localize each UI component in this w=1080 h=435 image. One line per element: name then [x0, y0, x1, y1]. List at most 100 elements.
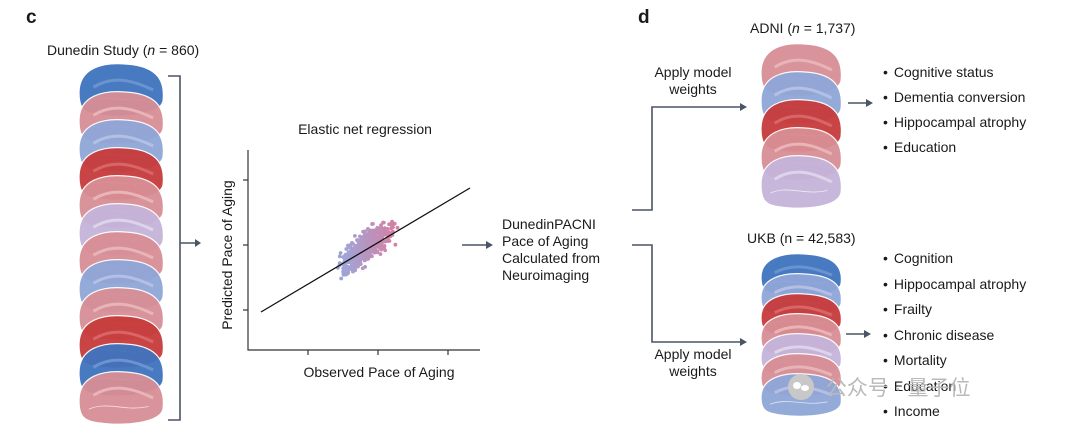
scatter-point [360, 255, 365, 260]
dunedinpacni-output: DunedinPACNI Pace of Aging Calculated fr… [502, 216, 600, 284]
apply-weights-label-top: Apply model weights [654, 64, 732, 97]
scatter-point [378, 252, 383, 256]
brain-slice [760, 155, 843, 209]
scatter-point [351, 266, 355, 271]
adni-outcome: Cognitive status [883, 60, 1026, 85]
scatter-plot: Observed Pace of Aging Predicted Pace of … [219, 150, 480, 380]
output-line-1: DunedinPACNI [502, 216, 596, 232]
scatter-point [391, 225, 395, 230]
scatter-point [360, 266, 365, 271]
adni-brain-stack [760, 43, 843, 209]
output-line-2: Pace of Aging [502, 233, 589, 249]
scatter-point [341, 271, 346, 276]
scatter-point [371, 222, 375, 226]
axes [247, 150, 480, 351]
y-axis-label: Predicted Pace of Aging [219, 180, 235, 329]
scatter-point [373, 237, 378, 241]
adni-outcome: Dementia conversion [883, 85, 1026, 110]
ukb-cohort-label: UKB (n = 42,583) [747, 230, 856, 246]
adni-outcome: Hippocampal atrophy [883, 110, 1026, 135]
scatter-point [375, 249, 380, 254]
scatter-points [335, 219, 400, 281]
scatter-point [368, 253, 373, 258]
scatter-point [359, 243, 364, 247]
scatter-point [356, 264, 360, 269]
scatter-point [374, 229, 378, 234]
scatter-point [382, 246, 386, 251]
ukb-outcome: Hippocampal atrophy [883, 272, 1026, 298]
adni-name: ADNI [750, 20, 784, 36]
scatter-point [378, 228, 383, 233]
watermark: 公众号 · 量子位 [788, 372, 971, 402]
scatter-point [342, 254, 347, 258]
scatter-point [369, 249, 374, 254]
output-line-4: Neuroimaging [502, 267, 590, 283]
scatter-point [346, 264, 350, 269]
scatter-point [362, 230, 367, 235]
wechat-icon [788, 374, 814, 400]
adni-n-symbol: n [792, 20, 800, 36]
dunedin-n-symbol: n [147, 42, 156, 58]
scatter-point [357, 247, 362, 252]
scatter-point [351, 242, 355, 246]
scatter-point [353, 234, 357, 238]
x-axis-label: Observed Pace of Aging [304, 364, 455, 380]
fit-line [260, 187, 471, 313]
ukb-outcome: Chronic disease [883, 323, 1026, 349]
adni-outcome: Education [883, 135, 1026, 160]
scatter-point [341, 266, 346, 271]
scatter-point [343, 257, 347, 262]
dunedin-bracket-arrow [168, 75, 201, 421]
scatter-point [358, 234, 362, 239]
apply-weights-label-bottom: Apply model weights [654, 346, 732, 379]
dunedin-cohort-name: Dunedin Study [47, 42, 139, 58]
panel-c-letter: c [26, 7, 37, 28]
scatter-point [387, 222, 391, 227]
scatter-point [393, 242, 398, 247]
watermark-text: 公众号 · 量子位 [825, 377, 971, 400]
output-line-3: Calculated from [502, 250, 601, 266]
scatter-point [365, 254, 370, 259]
ukb-brain-stack [760, 253, 843, 417]
dunedin-n-value: = 860) [155, 42, 200, 58]
adni-outcomes-arrow [848, 99, 873, 107]
ukb-outcome: Cognition [883, 246, 1026, 272]
scatter-point [366, 227, 370, 231]
scatter-point [337, 254, 342, 259]
scatter-point [368, 238, 373, 243]
scatter-point [373, 233, 378, 238]
ukb-outcome: Income [883, 399, 1026, 425]
scatter-point [384, 232, 389, 237]
scatter-point [392, 221, 397, 226]
scatter-point [361, 246, 366, 251]
scatter-point [371, 246, 376, 251]
scatter-point [395, 225, 400, 230]
scatter-point [338, 251, 343, 255]
scatter-point [361, 239, 365, 244]
adni-cohort-label: ADNI (n = 1,737) [750, 20, 856, 36]
ukb-outcomes-arrow [846, 330, 871, 338]
adni-n-value: = 1,737) [799, 20, 856, 36]
scatter-point [356, 238, 360, 242]
scatter-point [339, 276, 344, 281]
scatter-point [344, 247, 349, 251]
apply-weights-connectors [632, 103, 747, 346]
ukb-outcomes-list: Cognition Hippocampal atrophy Frailty Ch… [883, 246, 1026, 425]
ukb-outcome: Mortality [883, 348, 1026, 374]
chart-title: Elastic net regression [298, 121, 432, 137]
scatter-point [357, 241, 361, 246]
scatter-point [387, 239, 392, 243]
adni-outcomes-list: Cognitive status Dementia conversion Hip… [883, 60, 1026, 160]
ukb-outcome: Education [883, 374, 1026, 400]
ukb-name: UKB [747, 230, 776, 246]
scatter-point [383, 239, 388, 244]
scatter-point [357, 256, 362, 261]
output-arrow [462, 241, 493, 249]
scatter-point [382, 226, 387, 230]
scatter-point [347, 245, 351, 250]
scatter-point [360, 235, 365, 240]
scatter-point [381, 220, 386, 225]
brain-slice [78, 371, 165, 425]
scatter-point [344, 269, 348, 274]
ukb-n-value: = 42,583) [792, 230, 856, 246]
